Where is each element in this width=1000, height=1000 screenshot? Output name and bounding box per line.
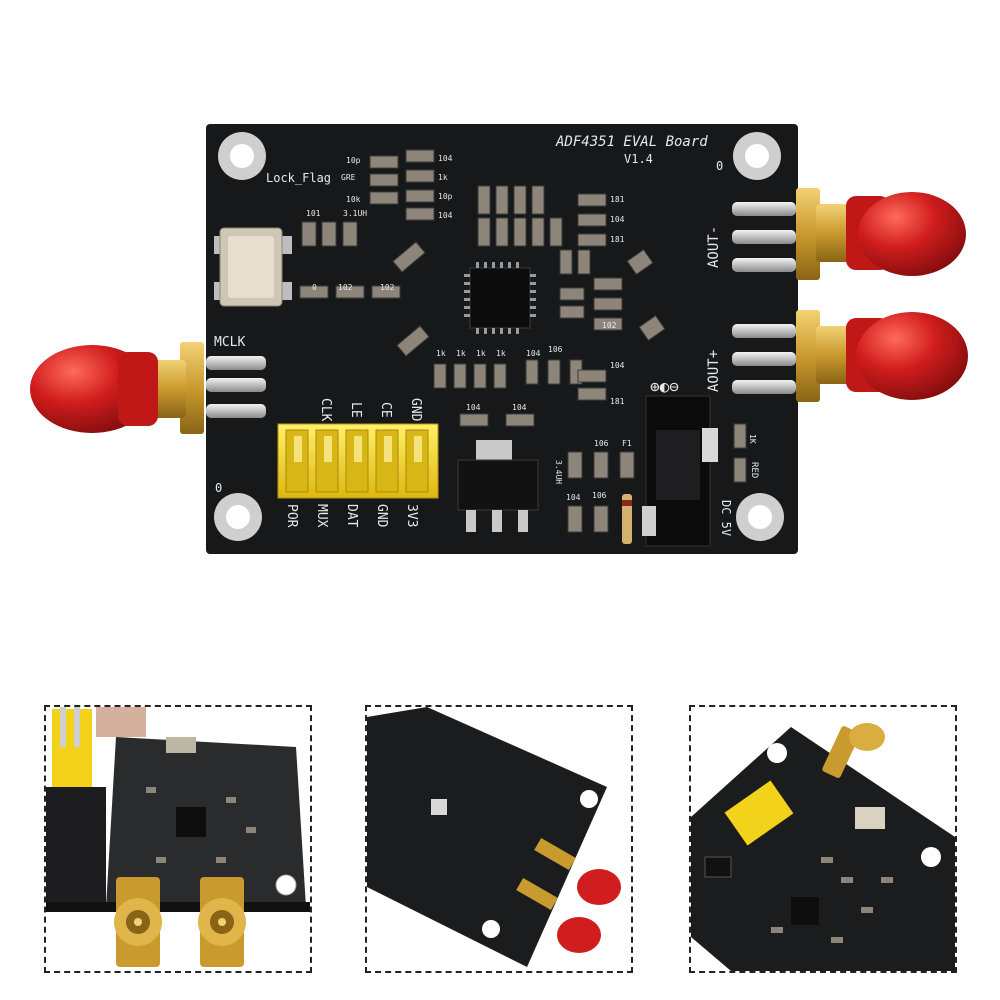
- label-104a: 104: [438, 154, 453, 163]
- pin-header: [277, 423, 439, 499]
- dc-power-jack: [642, 395, 718, 547]
- label-3-1uh: 3.1UH: [343, 209, 367, 218]
- label-104h: 104: [566, 493, 581, 502]
- lock-flag-suffix: GRE: [341, 173, 356, 182]
- label-10k: 10k: [346, 195, 361, 204]
- label-181b: 181: [610, 235, 625, 244]
- pin-label-clk: CLK: [318, 398, 333, 422]
- label-f1: F1: [622, 439, 632, 448]
- pin-label-mux: MUX: [314, 504, 329, 528]
- header-labels-top: CLK LE CE GND: [318, 398, 423, 422]
- mounting-holes: [214, 132, 784, 541]
- label-1k-row-4: 1k: [496, 349, 506, 358]
- dc-label: DC 5V: [719, 500, 733, 536]
- aout-plus-sma-connector: [732, 310, 968, 402]
- pin-label-gnd-bottom: GND: [374, 504, 389, 528]
- label-102a: 102: [338, 283, 353, 292]
- label-106c: 106: [592, 491, 607, 500]
- thumbnail-angled-image: [691, 707, 955, 971]
- label-10p: 10p: [346, 156, 361, 165]
- label-104c: 104: [610, 215, 625, 224]
- label-104g: 104: [512, 403, 527, 412]
- header-labels-bottom: POR MUX DAT GND 3V3: [284, 504, 419, 528]
- label-3-4uh: 3.4UH: [554, 460, 563, 484]
- pin-label-por: POR: [284, 504, 299, 528]
- adf4351-chip: [464, 262, 536, 334]
- corner-zero-bl: 0: [215, 481, 222, 495]
- label-1k: 1k: [438, 173, 448, 182]
- pin-label-dat: DAT: [344, 504, 359, 528]
- label-1k-row-2: 1k: [456, 349, 466, 358]
- pin-label-le: LE: [348, 402, 363, 418]
- thumbnail-angled[interactable]: [689, 705, 957, 973]
- label-104e: 104: [610, 361, 625, 370]
- voltage-regulator: [457, 440, 539, 532]
- label-102-right: 102: [602, 321, 617, 330]
- board-version: V1.4: [624, 152, 653, 166]
- pin-label-ce: CE: [378, 402, 393, 418]
- label-181a: 181: [610, 195, 625, 204]
- thumbnail-closeup-image: [46, 707, 310, 971]
- main-board-photo: ADF4351 EVAL Board V1.4 0 0 Lock_Flag GR…: [30, 124, 968, 554]
- mclk-label: MCLK: [214, 335, 245, 350]
- aout-minus-label: AOUT-: [706, 226, 722, 268]
- thumbnail-closeup[interactable]: [44, 705, 312, 973]
- thumbnail-underside-image: [367, 707, 631, 971]
- aout-minus-sma-connector: [732, 188, 966, 280]
- label-101: 101: [306, 209, 321, 218]
- label-104d: 104: [526, 349, 541, 358]
- pin-label-gnd-top: GND: [408, 398, 423, 422]
- polarity-symbols: ⊕◐⊖: [650, 377, 679, 396]
- label-106a: 106: [548, 345, 563, 354]
- label-104b: 104: [438, 211, 453, 220]
- label-10p2: 10p: [438, 192, 453, 201]
- component-labels: 10p 10k 104 1k 10p 104 3.1UH 101 0 102 1…: [306, 154, 757, 502]
- label-181c: 181: [610, 397, 625, 406]
- label-0: 0: [312, 283, 317, 292]
- smd-components: [299, 149, 747, 533]
- label-1k-right: 1K: [748, 434, 757, 444]
- label-1k-row-1: 1k: [436, 349, 446, 358]
- pin-label-3v3: 3V3: [404, 504, 419, 527]
- label-102b: 102: [380, 283, 395, 292]
- label-106b: 106: [594, 439, 609, 448]
- red-label: RED: [749, 462, 759, 478]
- mclk-sma-connector: [30, 342, 266, 434]
- label-1k-row-3: 1k: [476, 349, 486, 358]
- thumbnail-underside[interactable]: [365, 705, 633, 973]
- lock-flag-label: Lock_Flag: [266, 171, 331, 185]
- aout-plus-label: AOUT+: [706, 350, 722, 392]
- crystal-oscillator: [214, 227, 292, 307]
- label-104f: 104: [466, 403, 481, 412]
- board-title: ADF4351 EVAL Board: [555, 134, 708, 150]
- diode: [622, 494, 632, 544]
- corner-zero-tr: 0: [716, 159, 723, 173]
